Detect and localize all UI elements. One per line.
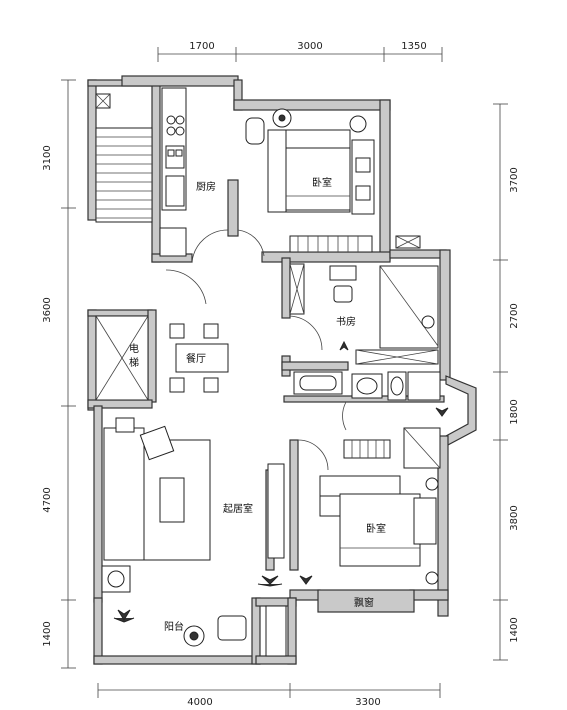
dim-right-2: 2700	[509, 303, 520, 328]
dim-right-1: 3700	[509, 167, 520, 192]
dim-left-3: 4700	[42, 487, 53, 512]
label-living: 起居室	[223, 502, 253, 515]
dim-bottom-2: 3300	[355, 697, 380, 708]
dimension-labels: 1700 3000 1350 4000 3300 3100 3600 4700 …	[42, 41, 520, 708]
plant-icons	[113, 407, 449, 623]
dim-right-5: 1400	[509, 617, 520, 642]
label-study: 书房	[336, 315, 356, 328]
label-elevator: 电梯	[129, 342, 139, 369]
dim-left-2: 3600	[42, 297, 53, 322]
dim-top-3: 1350	[401, 41, 426, 52]
dim-top-2: 3000	[297, 41, 322, 52]
kitchen-fixtures	[159, 87, 187, 257]
label-bay-window: 飘窗	[354, 596, 374, 609]
balcony-items	[183, 605, 287, 657]
dim-right-3: 1800	[509, 399, 520, 424]
elevator	[95, 315, 149, 401]
label-kitchen: 厨房	[196, 180, 216, 193]
dim-left-1: 3100	[42, 145, 53, 170]
room-labels: 厨房 卧室 书房 电梯 餐厅 起居室 卧室 飘窗 阳台	[129, 176, 386, 633]
staircase	[95, 93, 153, 223]
south-bedroom-furniture	[319, 427, 441, 585]
dim-bottom-1: 4000	[187, 697, 212, 708]
north-bedroom-furniture	[245, 108, 421, 253]
label-balcony: 阳台	[164, 620, 184, 633]
dimension-lines	[61, 47, 508, 698]
dim-right-4: 3800	[509, 505, 520, 530]
label-bedroom-south: 卧室	[366, 522, 386, 535]
label-dining: 餐厅	[186, 352, 206, 365]
living-room-furniture	[101, 417, 285, 593]
door-arcs	[165, 229, 347, 471]
study-furniture	[289, 263, 439, 365]
dim-left-4: 1400	[42, 621, 53, 646]
label-bedroom-north: 卧室	[312, 176, 332, 189]
bathroom-fixtures	[293, 371, 441, 401]
dining-set	[169, 323, 229, 393]
dim-top-1: 1700	[189, 41, 214, 52]
